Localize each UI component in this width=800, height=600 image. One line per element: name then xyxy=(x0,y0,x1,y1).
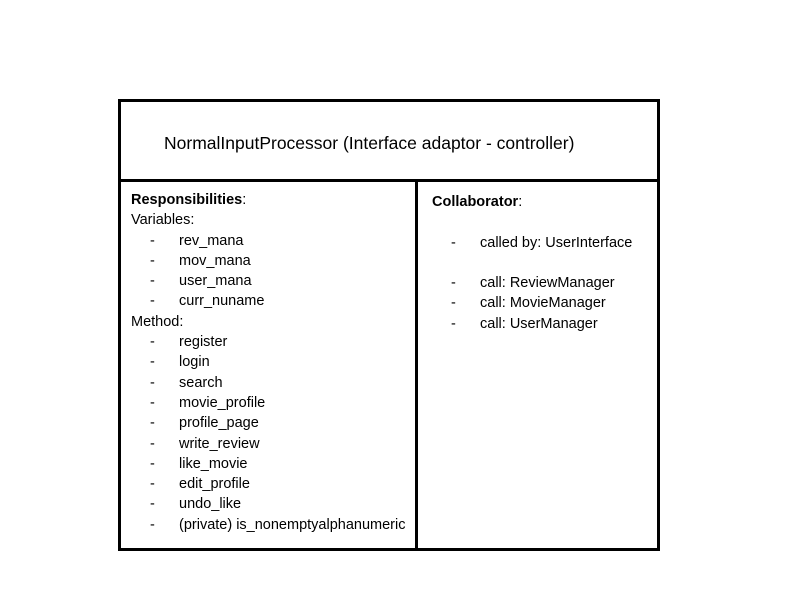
method-item: - register xyxy=(131,332,413,352)
variable-item: - rev_mana xyxy=(131,231,413,251)
collaborator-item: - call: UserManager xyxy=(432,314,652,334)
card-title-section: NormalInputProcessor (Interface adaptor … xyxy=(121,102,660,182)
collaborator-heading: Collaborator: xyxy=(432,192,652,212)
collaborator-item: - called by: UserInterface xyxy=(432,233,652,253)
bullet-dash: - xyxy=(150,516,155,533)
bullet-dash: - xyxy=(451,275,456,292)
collaborator-text: call: UserManager xyxy=(480,315,598,332)
method-name: profile_page xyxy=(179,415,259,432)
responsibilities-heading: Responsibilities: xyxy=(131,190,413,210)
collaborator-item: - call: MovieManager xyxy=(432,293,652,313)
method-label: Method: xyxy=(131,313,184,330)
bullet-dash: - xyxy=(150,273,155,290)
column-divider xyxy=(415,182,418,549)
method-item: - edit_profile xyxy=(131,474,413,494)
bullet-dash: - xyxy=(150,415,155,432)
method-item: - like_movie xyxy=(131,454,413,474)
variable-item: - user_mana xyxy=(131,271,413,291)
bullet-dash: - xyxy=(150,252,155,269)
bullet-dash: - xyxy=(150,435,155,452)
bullet-dash: - xyxy=(451,295,456,312)
method-item: - (private) is_nonemptyalphanumeric xyxy=(131,515,413,535)
bullet-dash: - xyxy=(451,315,456,332)
method-name: search xyxy=(179,374,223,391)
crc-card: NormalInputProcessor (Interface adaptor … xyxy=(118,99,660,551)
bullet-dash: - xyxy=(150,496,155,513)
responsibilities-heading-colon: : xyxy=(242,192,247,208)
method-name: login xyxy=(179,354,210,371)
bullet-dash: - xyxy=(150,354,155,371)
method-name: undo_like xyxy=(179,496,242,513)
method-item: - write_review xyxy=(131,434,413,454)
method-name: (private) is_nonemptyalphanumeric xyxy=(179,516,406,533)
variable-name: rev_mana xyxy=(179,232,244,249)
bullet-dash: - xyxy=(150,374,155,391)
collaborator-text: called by: UserInterface xyxy=(480,234,633,251)
collaborator-heading-label: Collaborator xyxy=(432,194,519,210)
responsibilities-heading-label: Responsibilities xyxy=(131,192,243,208)
methods-list: -register -login -search -movie_profile … xyxy=(131,332,413,535)
method-item: - movie_profile xyxy=(131,393,413,413)
spacer xyxy=(432,212,652,232)
bullet-dash: - xyxy=(451,234,456,251)
method-name: like_movie xyxy=(179,455,248,472)
variable-name: mov_mana xyxy=(179,252,251,269)
bullet-dash: - xyxy=(150,394,155,411)
card-title: NormalInputProcessor (Interface adaptor … xyxy=(164,133,575,153)
variables-list: - rev_mana - mov_mana - user_mana - curr_nun… xyxy=(131,231,413,312)
collaborator-column: Collaborator: -called by: UserInterface … xyxy=(432,192,652,334)
spacer xyxy=(432,253,652,273)
bullet-dash: - xyxy=(150,232,155,249)
variable-item: - curr_nuname xyxy=(131,291,413,311)
method-item: - profile_page xyxy=(131,413,413,433)
method-item: - undo_like xyxy=(131,494,413,514)
calls-list: - call: ReviewManager - call: MovieManager… xyxy=(432,273,652,334)
collaborator-item: - call: ReviewManager xyxy=(432,273,652,293)
method-name: write_review xyxy=(179,435,260,452)
collaborator-heading-colon: : xyxy=(518,194,523,210)
method-name: movie_profile xyxy=(179,394,266,411)
responsibilities-column: Responsibilities: Variables: - rev_mana -… xyxy=(131,190,413,535)
bullet-dash: - xyxy=(150,476,155,493)
called-by-list: - called by: UserInterface xyxy=(432,233,652,253)
method-item: - search xyxy=(131,373,413,393)
collaborator-text: call: MovieManager xyxy=(480,295,606,312)
method-name: register xyxy=(179,334,228,351)
method-item: - login xyxy=(131,352,413,372)
variable-item: - mov_mana xyxy=(131,251,413,271)
collaborator-text: call: ReviewManager xyxy=(480,275,615,292)
bullet-dash: - xyxy=(150,455,155,472)
bullet-dash: - xyxy=(150,334,155,351)
variable-name: curr_nuname xyxy=(179,293,265,310)
method-name: edit_profile xyxy=(179,476,250,493)
variable-name: user_mana xyxy=(179,273,252,290)
bullet-dash: - xyxy=(150,293,155,310)
variables-label: Variables: xyxy=(131,212,195,229)
